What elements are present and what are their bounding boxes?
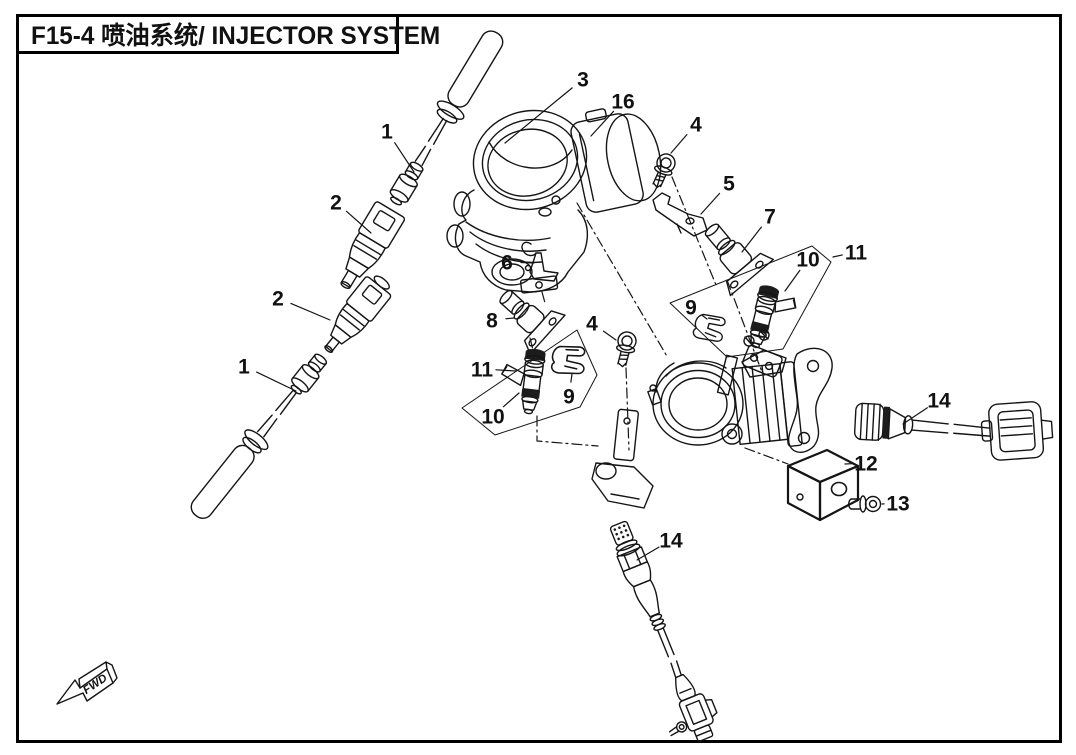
callout-11: 11 <box>845 242 868 265</box>
callout-9: 9 <box>685 297 697 320</box>
title-box: F15-4 喷油系统/ INJECTOR SYSTEM <box>16 14 440 54</box>
callout-2: 2 <box>272 288 284 311</box>
spark-plug-cable-top <box>340 30 504 290</box>
fwd-arrow: FWD <box>56 661 118 705</box>
callout-9: 9 <box>563 386 575 409</box>
callout-11: 11 <box>471 359 494 382</box>
callout-3: 3 <box>577 69 589 92</box>
injector-10-left <box>501 348 546 415</box>
leader-line-9 <box>701 314 708 320</box>
leader-line-4 <box>602 330 617 341</box>
leader-line-4 <box>670 134 688 154</box>
callout-16: 16 <box>611 91 634 114</box>
leader-line-10 <box>784 269 801 292</box>
clip-9-right <box>692 313 726 342</box>
callout-5: 5 <box>723 173 735 196</box>
callout-13: 13 <box>886 493 909 516</box>
leader-line-11 <box>495 369 517 372</box>
group-outline-11-left <box>461 329 598 436</box>
leader-line-8 <box>505 317 515 320</box>
callout-10: 10 <box>481 406 504 429</box>
leader-line-14 <box>636 546 660 561</box>
bolt-13 <box>848 495 882 513</box>
callout-2: 2 <box>330 192 342 215</box>
leader-line-9 <box>570 373 573 383</box>
sensor-16 <box>570 108 662 213</box>
clip-9-left <box>550 345 586 375</box>
oxygen-sensor-bottom <box>609 520 718 742</box>
injector-10-right <box>749 285 797 349</box>
page-border <box>16 14 1062 743</box>
spark-plug-cable-bottom <box>190 275 392 519</box>
callout-14: 14 <box>659 530 683 553</box>
leader-line-11 <box>832 254 843 258</box>
bracket-6 <box>519 241 559 294</box>
group-outline-11-right <box>669 245 832 358</box>
bolt-4-lower <box>616 331 637 368</box>
leader-line-2 <box>290 302 331 321</box>
leader-line-2 <box>345 210 372 234</box>
bracket-5 <box>652 192 708 237</box>
callout-4: 4 <box>586 313 598 336</box>
assembly-axis-lines <box>529 176 789 465</box>
page-title: F15-4 喷油系统/ INJECTOR SYSTEM <box>31 22 441 50</box>
leader-line-7 <box>741 226 763 253</box>
callout-4: 4 <box>690 114 702 137</box>
callout-10: 10 <box>796 249 819 272</box>
throttle-body-drawing <box>446 108 662 293</box>
callout-6: 6 <box>501 252 513 275</box>
callout-1: 1 <box>238 356 250 379</box>
intake-manifold-drawing <box>591 329 833 509</box>
bolt-4-upper <box>652 153 676 189</box>
callout-14: 14 <box>927 390 951 413</box>
sensor-7 <box>704 223 775 297</box>
fwd-label: FWD <box>81 672 109 697</box>
callout-7: 7 <box>764 206 776 229</box>
leader-line-3 <box>504 87 573 144</box>
callout-1: 1 <box>381 121 393 144</box>
callout-8: 8 <box>486 310 498 333</box>
sensor-8 <box>499 289 566 355</box>
leader-line-1 <box>256 371 297 392</box>
leader-line-14 <box>902 407 928 425</box>
leader-line-1 <box>394 142 415 173</box>
leader-line-10 <box>502 392 520 408</box>
leader-line-16 <box>590 110 615 137</box>
callout-12: 12 <box>854 453 877 476</box>
oxygen-sensor-right <box>853 401 1054 461</box>
bracket-12 <box>786 448 860 522</box>
leader-line-5 <box>700 192 721 215</box>
